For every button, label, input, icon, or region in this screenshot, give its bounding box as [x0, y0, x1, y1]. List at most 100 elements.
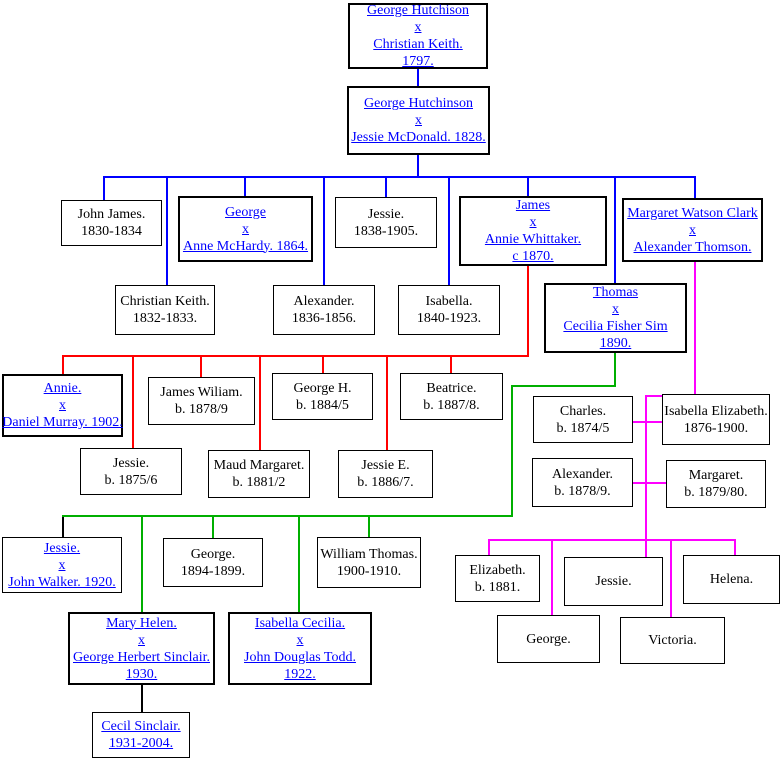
person-link-george-hutchinson-jessie-mcdonald[interactable]: x [415, 113, 422, 128]
person-text-john-james: John James. [77, 207, 146, 222]
person-text-margaret-b1879: b. 1879/80. [684, 485, 748, 500]
person-text-maud-margaret: b. 1881/2 [232, 475, 286, 490]
person-link-george-anne-mchardy[interactable]: Anne McHardy. 1864. [182, 238, 309, 254]
person-link-isabella-cecilia-john-douglas-todd[interactable]: 1922. [284, 666, 316, 682]
person-text-victoria: Victoria. [648, 633, 697, 648]
person-link-james-annie-whittaker[interactable]: x [529, 215, 537, 230]
person-text-charles: Charles. [559, 403, 607, 419]
person-text-alexander-1836: Alexander. [293, 294, 355, 309]
person-link-mary-helen-george-herbert-sinclair[interactable]: Mary Helen. [106, 615, 177, 631]
person-link-jessie-john-walker[interactable]: John Walker. 1920. [8, 574, 116, 590]
person-link-isabella-cecilia-john-douglas-todd[interactable]: Isabella Cecilia. [254, 615, 346, 631]
connector-line-blue [417, 68, 419, 86]
person-link-jessie-john-walker[interactable]: Jessie. [43, 540, 81, 556]
person-link-james-annie-whittaker[interactable]: James [515, 198, 551, 213]
person-text-alexander-1836: 1836-1856. [291, 311, 357, 326]
connector-line-red [322, 357, 324, 373]
person-link-annie-daniel-murray[interactable]: Annie. [43, 381, 82, 396]
person-text-beatrice: b. 1887/8. [423, 397, 480, 413]
connector-line-black [141, 685, 143, 712]
person-link-isabella-cecilia-john-douglas-todd[interactable]: x [296, 632, 304, 648]
person-text-george-bottom: George. [526, 631, 571, 647]
person-text-isabella-1840: Isabella. [425, 294, 473, 309]
connector-line-blue [614, 178, 616, 283]
person-text-helena: Helena. [709, 572, 754, 587]
person-text-james-wiliam: James Wiliam. [160, 385, 243, 400]
connector-line-magenta [694, 262, 696, 395]
person-text-george-h: b. 1884/5 [296, 397, 349, 413]
connector-line-green [298, 517, 300, 612]
person-text-margaret-b1879: Margaret. [688, 468, 744, 483]
person-link-george-hutchison-christian-keith[interactable]: 1797. [402, 54, 434, 69]
person-link-george-hutchinson-jessie-mcdonald[interactable]: George Hutchinson [364, 96, 473, 111]
person-box-george-bottom: George. [497, 615, 600, 663]
connector-line-green [141, 517, 143, 612]
person-link-george-hutchison-christian-keith[interactable]: George Hutchison [367, 3, 469, 18]
person-text-isabella-1840: 1840-1923. [416, 311, 482, 326]
person-link-mary-helen-george-herbert-sinclair[interactable]: 1930. [125, 666, 158, 682]
person-link-cecil-sinclair[interactable]: Cecil Sinclair. [101, 719, 181, 734]
person-box-john-james: John James. 1830-1834 [61, 200, 162, 246]
person-text-william-thomas: William Thomas. [320, 546, 418, 562]
connector-line-black [62, 517, 64, 537]
connector-line-blue [527, 178, 529, 196]
person-link-margaret-watson-clark-alexander-thomson[interactable]: x [689, 222, 696, 238]
person-text-jessie-b1875: Jessie. [112, 455, 150, 471]
connector-line-red [450, 357, 452, 373]
person-box-christian-keith-1832: Christian Keith.1832-1833. [115, 285, 215, 335]
person-text-william-thomas: 1900-1910. [336, 563, 402, 579]
person-link-george-anne-mchardy[interactable]: George [225, 204, 266, 220]
person-text-isabella-elizabeth: Isabella Elizabeth. [664, 403, 768, 419]
person-link-jessie-john-walker[interactable]: x [58, 557, 66, 573]
person-link-mary-helen-george-herbert-sinclair[interactable]: George Herbert Sinclair. [73, 649, 210, 665]
person-text-elizabeth-b1881: b. 1881. [474, 579, 521, 595]
person-text-isabella-elizabeth: 1876-1900. [683, 420, 749, 436]
person-box-jessie-right: Jessie. [564, 557, 663, 606]
person-link-annie-daniel-murray[interactable]: x [59, 398, 66, 413]
person-link-george-hutchinson-jessie-mcdonald[interactable]: Jessie McDonald. 1828. [351, 130, 486, 145]
person-box-alexander-b1878: Alexander.b. 1878/9. [532, 458, 633, 507]
person-link-cecil-sinclair[interactable]: 1931-2004. [108, 736, 174, 751]
person-link-margaret-watson-clark-alexander-thomson[interactable]: Margaret Watson Clark [627, 205, 758, 221]
connector-line-blue [417, 155, 419, 176]
connector-line-green [614, 353, 616, 385]
person-box-william-thomas: William Thomas.1900-1910. [317, 537, 421, 588]
person-text-john-james: 1830-1834 [81, 224, 142, 239]
connector-line-blue [694, 178, 696, 198]
person-link-isabella-cecilia-john-douglas-todd[interactable]: John Douglas Todd. [244, 649, 356, 665]
person-box-jessie-b1875: Jessie.b. 1875/6 [80, 448, 182, 495]
person-box-cecil-sinclair: Cecil Sinclair. 1931-2004. [92, 712, 190, 758]
person-link-james-annie-whittaker[interactable]: c 1870. [512, 249, 554, 264]
person-box-margaret-b1879: Margaret. b. 1879/80. [666, 460, 766, 508]
person-link-thomas-cecilia-fisher-sim[interactable]: Cecilia Fisher Sim [563, 319, 668, 334]
person-text-jessie-b1875: b. 1875/6 [104, 472, 158, 488]
person-link-thomas-cecilia-fisher-sim[interactable]: 1890. [599, 336, 632, 351]
person-link-george-anne-mchardy[interactable]: x [242, 221, 249, 237]
person-text-george-1894: George. [190, 546, 236, 562]
connector-line-blue [448, 178, 450, 285]
person-text-beatrice: Beatrice. [426, 380, 477, 396]
connector-line-blue [244, 178, 246, 196]
connector-line-magenta [551, 541, 553, 615]
person-link-annie-daniel-murray[interactable]: Daniel Murray. 1902. [2, 415, 123, 430]
person-link-james-annie-whittaker[interactable]: Annie Whittaker. [484, 232, 582, 247]
connector-line-magenta [734, 541, 736, 555]
person-link-thomas-cecilia-fisher-sim[interactable]: Thomas [592, 285, 639, 300]
connector-line-red [132, 357, 134, 448]
person-text-jessie-right: Jessie. [595, 574, 632, 589]
person-link-mary-helen-george-herbert-sinclair[interactable]: x [138, 632, 145, 648]
connector-line-blue [385, 178, 387, 197]
person-link-george-hutchison-christian-keith[interactable]: x [414, 20, 422, 35]
connector-line-magenta [670, 541, 672, 617]
connector-line-magenta [645, 541, 647, 557]
person-link-thomas-cecilia-fisher-sim[interactable]: x [612, 302, 619, 317]
person-link-george-hutchison-christian-keith[interactable]: Christian Keith. [373, 37, 463, 52]
person-box-maud-margaret: Maud Margaret.b. 1881/2 [208, 450, 310, 498]
person-link-margaret-watson-clark-alexander-thomson[interactable]: Alexander Thomson. [633, 239, 752, 255]
